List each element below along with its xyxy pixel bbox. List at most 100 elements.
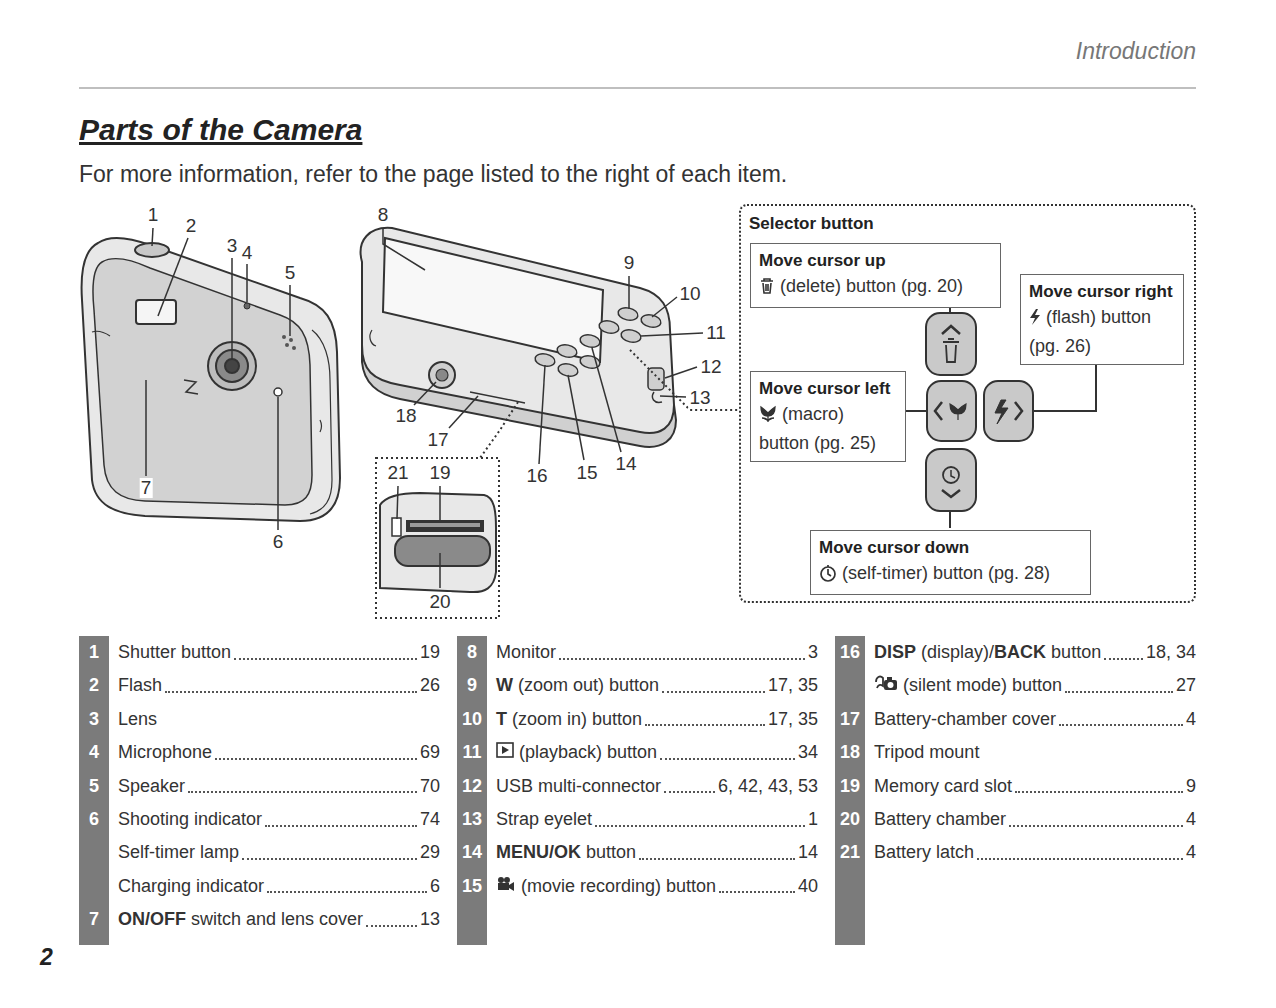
table-row: 11(playback) button34 <box>457 736 818 769</box>
silent-icon <box>874 674 898 692</box>
item-number: 8 <box>457 642 487 663</box>
leader-lines <box>146 228 703 588</box>
table-row: 10T(zoom in) button17, 35 <box>457 703 818 736</box>
page-ref: 17, 35 <box>768 675 818 696</box>
callout-number: 9 <box>623 253 636 273</box>
part-name: Tripod mount <box>874 742 979 763</box>
table-row: 4 Microphone 69 <box>79 736 440 769</box>
item-number: 11 <box>457 742 487 763</box>
callout-number: 1 <box>147 205 160 225</box>
box-body: (macro) button (pg. 25) <box>759 401 897 456</box>
page-ref: 69 <box>420 742 440 763</box>
table-row: Self-timer lamp29 <box>79 836 440 869</box>
button-name: T <box>496 709 507 730</box>
battery-inset <box>376 402 518 618</box>
macro-icon <box>759 404 777 430</box>
callout-number: 19 <box>428 463 451 483</box>
item-number: 10 <box>457 709 487 730</box>
callout-number: 12 <box>699 357 722 377</box>
dot-leader <box>1065 691 1173 693</box>
dot-leader <box>1015 791 1183 793</box>
page-ref: 29 <box>420 842 440 863</box>
box-heading: Move cursor left <box>759 377 897 401</box>
table-row: Charging indicator6 <box>79 870 440 903</box>
dot-leader <box>977 858 1183 860</box>
item-number: 9 <box>457 675 487 696</box>
callout-number: 8 <box>377 205 390 225</box>
table-row: 19Memory card slot9 <box>835 770 1196 803</box>
callout-box: Move cursor up (delete) button (pg. 20) <box>750 243 1001 308</box>
part-name: button <box>1051 642 1101 663</box>
box-text: (flash) button (pg. 26) <box>1029 307 1151 356</box>
page-ref: 17, 35 <box>768 709 818 730</box>
item-number: 16 <box>835 642 865 663</box>
flash-icon <box>1029 308 1041 326</box>
box-text: (macro) button (pg. 25) <box>759 404 876 453</box>
part-name: Flash <box>118 675 162 696</box>
dot-leader <box>664 791 715 793</box>
part-name: Memory card slot <box>874 776 1012 797</box>
page-ref: 6, 42, 43, 53 <box>718 776 818 797</box>
selector-group: Selector buttonMove cursor up (delete) bu… <box>739 204 1196 603</box>
part-name: Battery latch <box>874 842 974 863</box>
dot-leader <box>215 758 417 760</box>
table-row: 5Speaker70 <box>79 770 440 803</box>
button-name: ON/OFF <box>118 909 186 930</box>
item-number: 4 <box>79 742 109 763</box>
dot-leader <box>265 825 417 827</box>
table-row: 9W(zoom out) button17, 35 <box>457 669 818 702</box>
subtitle: For more information, refer to the page … <box>79 161 787 188</box>
box-text: (self-timer) button (pg. 28) <box>842 563 1050 583</box>
timer-icon <box>819 564 837 582</box>
callout-number: 10 <box>678 284 701 304</box>
box-body: (delete) button (pg. 20) <box>759 273 992 302</box>
callout-number: 6 <box>272 532 285 552</box>
part-name: Strap eyelet <box>496 809 592 830</box>
box-text: (delete) button (pg. 20) <box>780 276 963 296</box>
dot-leader <box>645 724 765 726</box>
page-ref: 34 <box>798 742 818 763</box>
table-row: 12USB multi-connector6, 42, 43, 53 <box>457 770 818 803</box>
callout-number: 3 <box>226 236 239 256</box>
dot-leader <box>1059 724 1183 726</box>
part-name: Microphone <box>118 742 212 763</box>
page-ref: 70 <box>420 776 440 797</box>
dot-leader <box>1104 658 1143 660</box>
page-ref: 3 <box>808 642 818 663</box>
part-name: button <box>586 842 636 863</box>
item-number: 2 <box>79 675 109 696</box>
part-name: Lens <box>118 709 157 730</box>
part-name: Shooting indicator <box>118 809 262 830</box>
table-row: 6 Shooting indicator 74 <box>79 803 440 836</box>
item-number: 20 <box>835 809 865 830</box>
page-ref: 40 <box>798 876 818 897</box>
callout-number: 13 <box>688 388 711 408</box>
play-icon <box>496 742 514 763</box>
box-heading: Selector button <box>749 212 1186 236</box>
callout-number: 15 <box>575 463 598 483</box>
item-number: 6 <box>79 809 109 830</box>
trash-icon <box>759 277 775 295</box>
item-number: 3 <box>79 709 109 730</box>
box-heading: Move cursor up <box>759 249 992 273</box>
front-camera <box>82 238 340 521</box>
page-ref: 4 <box>1186 842 1196 863</box>
page-ref: 4 <box>1186 709 1196 730</box>
part-name: Battery-chamber cover <box>874 709 1056 730</box>
header-rule <box>79 87 1196 89</box>
movie-icon <box>496 876 516 892</box>
play-icon <box>496 742 514 758</box>
table-row: 7ON/OFFswitch and lens cover13 <box>79 903 440 936</box>
callout-number: 14 <box>614 454 637 474</box>
page-ref: 74 <box>420 809 440 830</box>
item-number: 21 <box>835 842 865 863</box>
callout-box: Move cursor right(flash) button (pg. 26) <box>1020 274 1184 365</box>
table-row: (silent mode) button27 <box>835 669 1196 702</box>
table-row: 3 Lens <box>79 703 440 736</box>
movie-icon <box>496 876 516 897</box>
page-ref: 26 <box>420 675 440 696</box>
back-camera <box>361 228 676 447</box>
dot-leader <box>267 891 427 893</box>
part-name: (silent mode) button <box>903 675 1062 696</box>
